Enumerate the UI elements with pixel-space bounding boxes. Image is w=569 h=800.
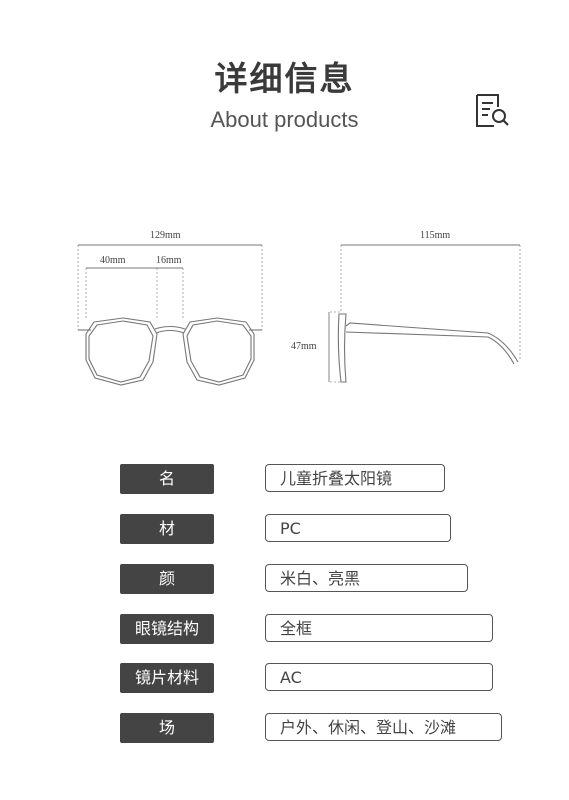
glasses-side-view [337,313,519,383]
spec-value: PC [265,514,451,542]
spec-label: 材质 [120,514,214,568]
total-width-label: 129mm [150,230,181,241]
document-search-icon [476,94,509,127]
spec-value: 全框 [265,614,493,642]
spec-value: 户外、休闲、登山、沙滩 [265,713,502,741]
spec-label: 镜片材料 [120,663,214,693]
page-title: 详细信息 [214,59,355,98]
lens-height-label: 47mm [291,341,317,352]
bridge-width-label: 16mm [156,255,182,266]
spec-label: 场景 [120,713,214,767]
spec-label: 眼镜结构 [120,614,214,644]
temple-length-label: 115mm [420,230,450,241]
lens-width-label: 40mm [100,255,126,266]
spec-value: AC [265,663,493,691]
glasses-dimension-diagram: 129mm 40mm 16mm 115mm 47mm [77,230,521,386]
page-subtitle: About products [210,107,359,132]
glasses-front-view [78,317,262,386]
spec-value: 儿童折叠太阳镜 [265,464,445,492]
spec-label: 颜色 [120,564,214,618]
spec-label: 名称 [120,464,214,518]
spec-value: 米白、亮黑 [265,564,468,592]
